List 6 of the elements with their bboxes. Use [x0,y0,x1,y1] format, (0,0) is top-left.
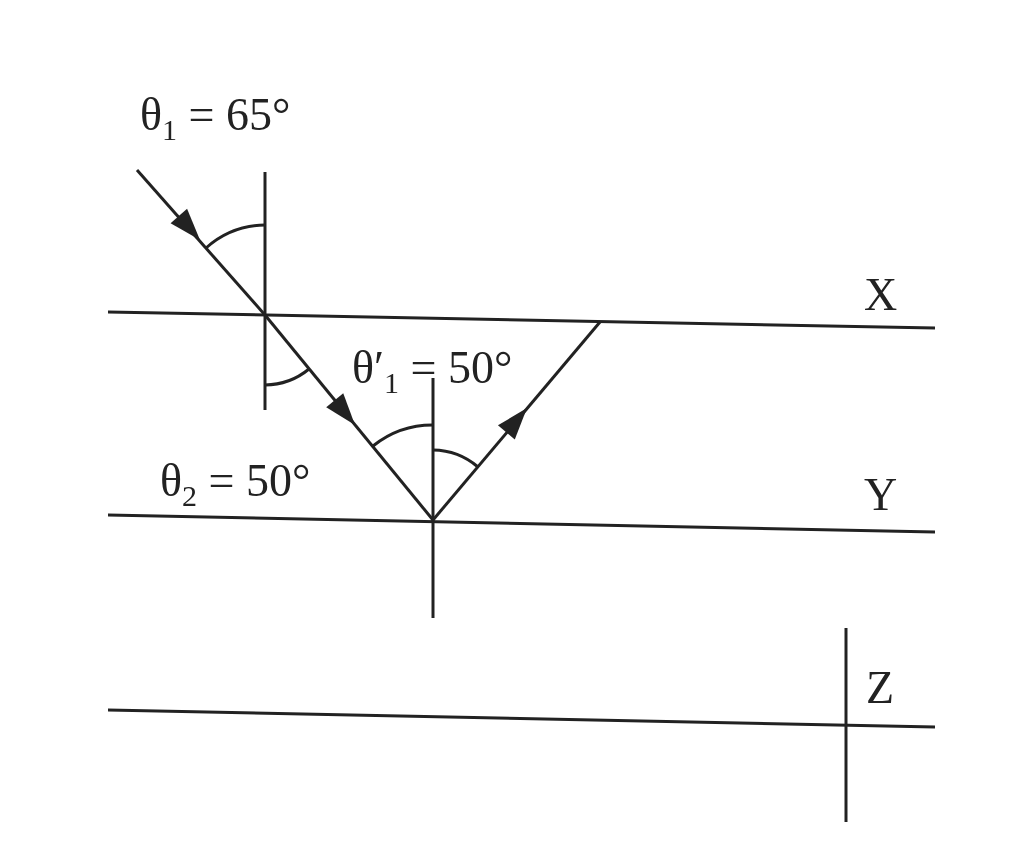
angle-label: θ′$_{1}$ = 50° [352,345,513,398]
angle-label: θ$_{1}$ = 65° [140,92,291,145]
surface-label: X [864,272,898,318]
surface-label: Z [866,665,895,711]
angle-label: θ$_{2}$ = 50° [160,458,311,511]
surface-label: Y [864,472,898,518]
